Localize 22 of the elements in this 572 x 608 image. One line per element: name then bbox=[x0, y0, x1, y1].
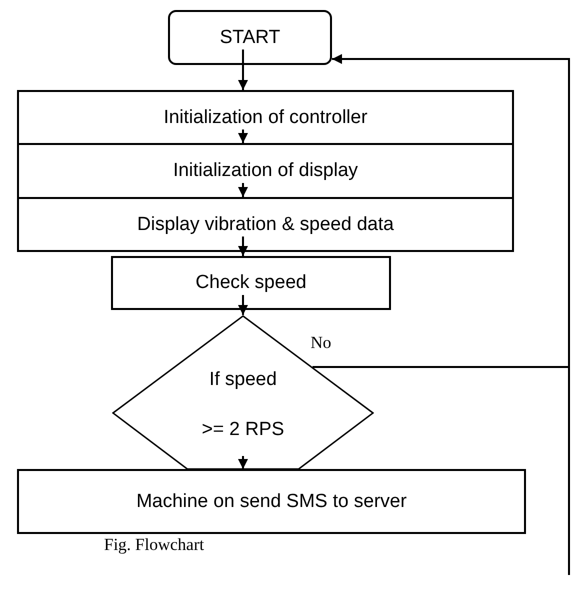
arrow bbox=[238, 236, 248, 256]
step-text: START bbox=[220, 26, 280, 48]
step-text: Initialization of controller bbox=[164, 106, 368, 128]
process-box bbox=[17, 197, 514, 252]
process-box bbox=[17, 90, 514, 145]
arrow bbox=[238, 295, 248, 315]
condition-text: If speed >= 2 RPS bbox=[200, 368, 286, 442]
decision-diamond bbox=[112, 315, 374, 469]
arrow bbox=[238, 50, 248, 90]
arrow bbox=[312, 54, 570, 368]
step-text: Initialization of display bbox=[173, 160, 358, 182]
arrow bbox=[238, 130, 248, 143]
step-text: Display vibration & speed data bbox=[137, 214, 394, 236]
step-text: Machine on send SMS to server bbox=[136, 490, 407, 512]
process-box bbox=[17, 469, 526, 534]
arrow bbox=[238, 456, 248, 469]
start-terminal bbox=[168, 10, 332, 65]
process-box bbox=[17, 143, 514, 199]
step-text: Check speed bbox=[196, 272, 306, 294]
figure-caption: Fig. Flowchart bbox=[104, 535, 204, 555]
arrow bbox=[238, 183, 248, 197]
process-box bbox=[111, 256, 391, 310]
